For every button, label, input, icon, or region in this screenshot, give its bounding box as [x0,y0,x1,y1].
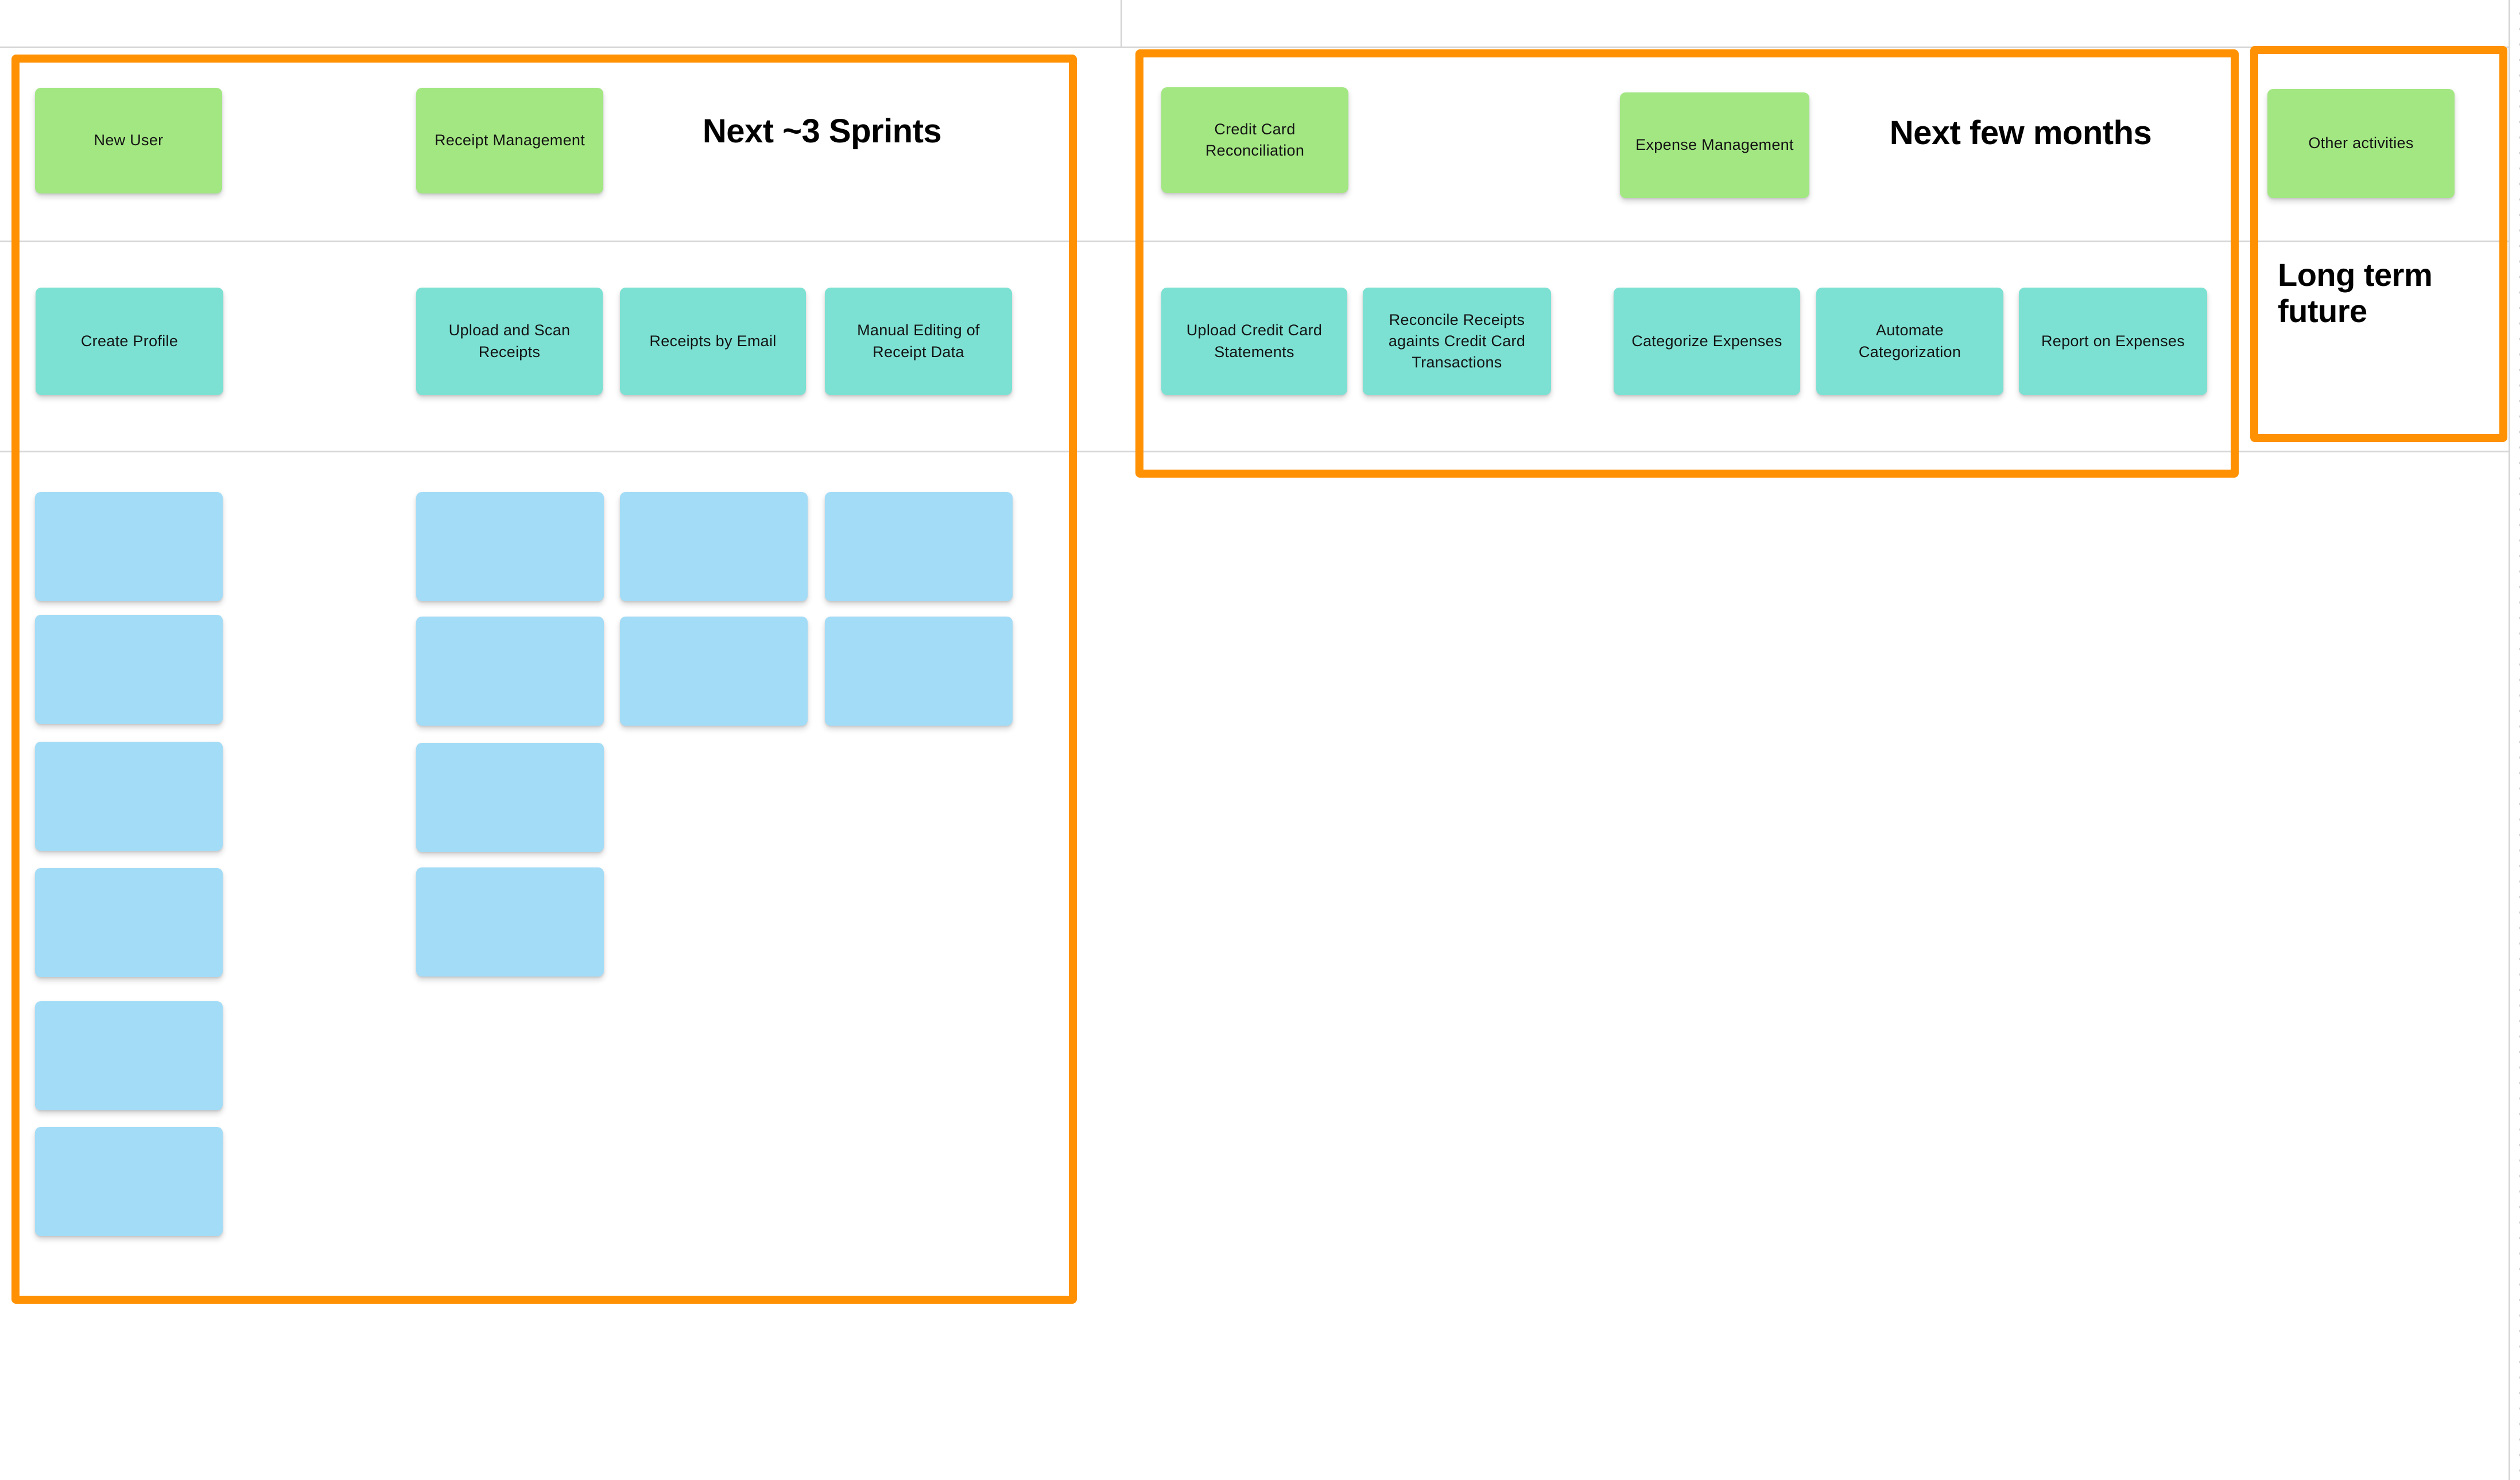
title-next-few-months[interactable]: Next few months [1889,114,2152,152]
grid-line-horizontal-middle [0,241,2509,242]
sticky-note-blue[interactable] [35,492,223,601]
sticky-note-green[interactable]: New User [35,88,222,193]
sticky-note-teal[interactable]: Reconcile Receipts againts Credit Card T… [1363,288,1551,395]
sticky-note-blue[interactable] [825,617,1013,726]
sticky-note-blue[interactable] [35,742,223,851]
sticky-note-green[interactable]: Expense Management [1620,92,1809,198]
sticky-note-blue[interactable] [825,492,1013,601]
sticky-note-teal[interactable]: Report on Expenses [2019,288,2207,395]
grid-line-horizontal-top [0,47,2509,48]
sticky-note-blue[interactable] [416,867,604,977]
sticky-note-teal[interactable]: Categorize Expenses [1614,288,1800,395]
sticky-note-blue[interactable] [416,617,604,726]
sticky-note-teal[interactable]: Automate Categorization [1816,288,2003,395]
title-next-3-sprints[interactable]: Next ~3 Sprints [702,113,942,150]
sticky-note-blue[interactable] [620,617,808,726]
sticky-note-green[interactable]: Credit Card Reconciliation [1161,87,1348,193]
sticky-note-teal[interactable]: Manual Editing of Receipt Data [825,288,1012,395]
grid-line-horizontal-bottom [0,451,2509,452]
sticky-note-green[interactable]: Receipt Management [416,88,603,193]
sticky-note-blue[interactable] [35,615,223,724]
sticky-note-blue[interactable] [416,492,604,601]
sticky-note-teal[interactable]: Upload and Scan Receipts [416,288,603,395]
sticky-note-blue[interactable] [620,492,808,601]
frame-next-3-sprints[interactable] [11,55,1077,1304]
frame-long-term-future[interactable] [2250,46,2507,442]
title-long-term-future[interactable]: Long term future [2278,257,2433,329]
sticky-note-blue[interactable] [35,1001,223,1110]
grid-line-vertical-center [1121,0,1122,47]
sticky-note-blue[interactable] [416,743,604,852]
sticky-note-teal[interactable]: Receipts by Email [620,288,806,395]
grid-line-vertical-right [2509,0,2510,1480]
sticky-note-green[interactable]: Other activities [2267,89,2455,198]
sticky-note-blue[interactable] [35,868,223,977]
dot-grid-margin [2511,0,2520,1480]
frame-next-few-months[interactable] [1135,49,2239,478]
sticky-note-teal[interactable]: Create Profile [36,288,223,395]
sticky-note-blue[interactable] [35,1127,223,1236]
sticky-note-teal[interactable]: Upload Credit Card Statements [1161,288,1347,395]
